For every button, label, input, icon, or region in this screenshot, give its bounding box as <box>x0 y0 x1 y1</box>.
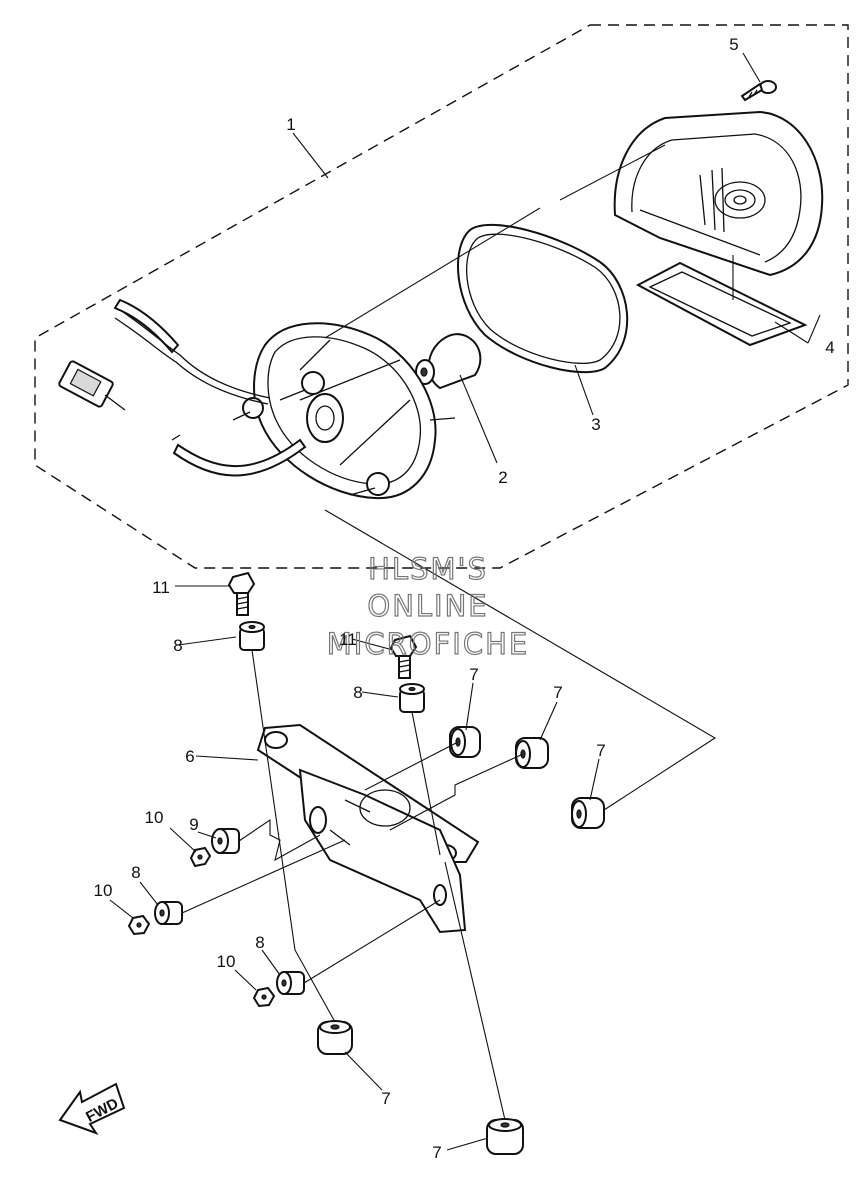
callout-1: 1 <box>286 115 295 134</box>
callout-10-b: 10 <box>94 881 113 900</box>
callout-leaders <box>109 52 821 1151</box>
watermark: HLSM'S ONLINE MICROFICHE <box>326 551 529 661</box>
bolt-right <box>389 634 418 679</box>
mounting-bracket <box>256 723 480 934</box>
tail-lens <box>613 110 824 277</box>
collar-mid-left <box>154 901 183 925</box>
callout-6: 6 <box>185 747 194 766</box>
grommet-upper-left <box>449 726 481 758</box>
callout-7-d: 7 <box>381 1089 390 1108</box>
bulb <box>415 333 482 390</box>
callout-5: 5 <box>729 35 738 54</box>
grommet-lower-right <box>486 1118 524 1155</box>
nut-upper <box>189 846 212 868</box>
watermark-line-3: MICROFICHE <box>327 627 529 661</box>
nut-mid <box>127 914 151 936</box>
callout-7-e: 7 <box>432 1143 441 1162</box>
assembly-boundary <box>34 24 849 569</box>
lens-inner-part <box>635 261 808 347</box>
callout-7-b: 7 <box>553 683 562 702</box>
collar-lower-left <box>276 971 305 995</box>
callout-2: 2 <box>498 468 507 487</box>
callout-8-a: 8 <box>173 636 182 655</box>
callout-3: 3 <box>591 415 600 434</box>
screw <box>740 80 777 102</box>
callout-11-a: 11 <box>152 578 170 597</box>
grommet-upper-mid <box>515 737 549 769</box>
callout-8-b: 8 <box>353 683 362 702</box>
collar-upper-mid <box>399 683 425 713</box>
watermark-line-1: HLSM'S <box>368 552 488 586</box>
callout-8-d: 8 <box>255 933 264 952</box>
collar-upper-left <box>239 621 265 651</box>
callout-numbers: 1 2 3 4 5 6 7 7 7 7 7 8 8 8 8 9 10 10 10… <box>94 35 835 1162</box>
wire-harness <box>113 298 307 477</box>
assembly-guide-lines <box>181 144 734 1121</box>
fwd-direction-arrow: FWD <box>58 1082 126 1135</box>
lens-gasket <box>457 223 629 374</box>
callout-10-c: 10 <box>217 952 236 971</box>
nut-lower <box>252 986 276 1008</box>
callout-11-b: 11 <box>339 630 357 649</box>
callout-10-a: 10 <box>145 808 164 827</box>
callout-7-c: 7 <box>596 741 605 760</box>
lamp-housing <box>232 322 456 500</box>
watermark-line-2: ONLINE <box>367 589 488 623</box>
callout-7-a: 7 <box>469 665 478 684</box>
callout-4: 4 <box>825 338 834 357</box>
wire-connector <box>58 360 126 411</box>
bolt-left <box>227 571 256 616</box>
grommet-lower-left <box>317 1020 353 1055</box>
callout-8-c: 8 <box>131 863 140 882</box>
grommet-upper-right <box>571 797 605 829</box>
collar-9 <box>211 828 240 854</box>
callout-9: 9 <box>189 815 198 834</box>
